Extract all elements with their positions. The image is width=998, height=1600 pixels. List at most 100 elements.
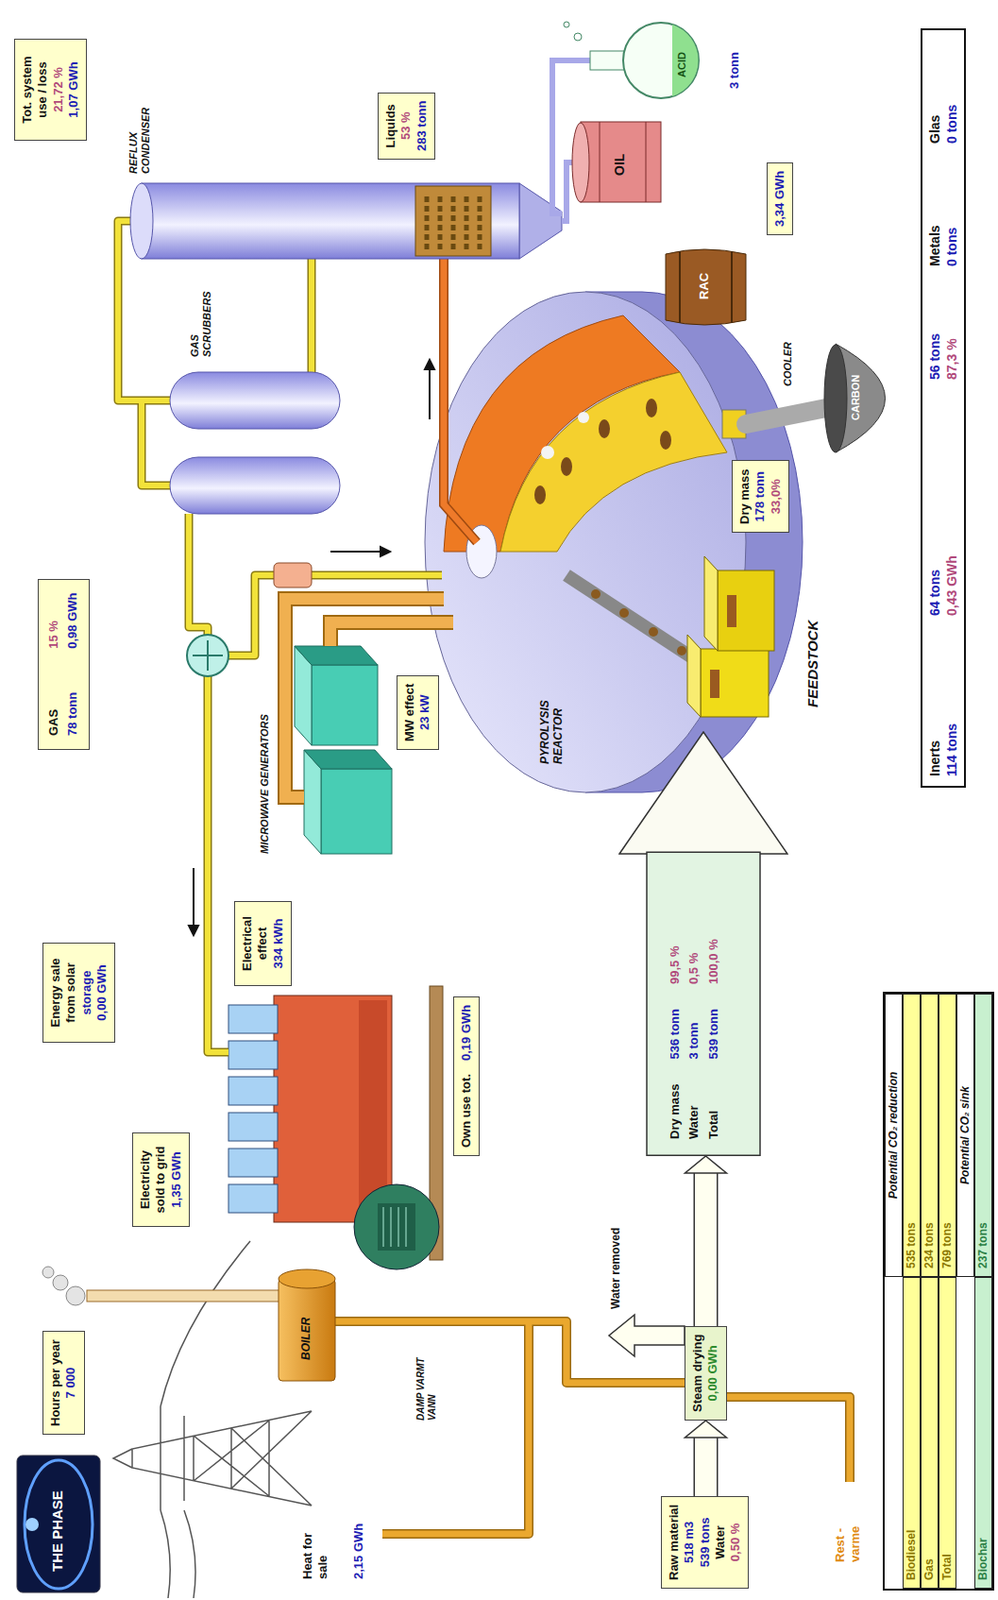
value-text: Liquids [383,101,399,152]
part-label: COOLER [781,341,795,387]
value-text: Water [686,1082,702,1139]
oil-drum [572,122,590,203]
value-text: Hours per year [48,1338,64,1426]
microwave-generators [294,645,378,665]
value-text: 78 tonn [65,692,81,736]
cooler-and-carbon [722,343,886,453]
value-text: Potential CO₂ sink [956,993,975,1277]
gas-engine-generator [228,1004,278,1033]
flow-arrows [380,546,390,557]
reflux-condenser [426,192,480,250]
value-text: 535 tons [902,993,921,1277]
hot-water-pipe [335,1320,850,1534]
value-text: 15 % [46,592,62,649]
feedstock-conveyor [619,608,629,618]
cooler-and-carbon [745,407,827,424]
part-label: GAS SCRUBBERS [188,267,214,357]
boiler [278,1268,336,1288]
water-removed-arrow [608,1314,685,1356]
value-text: 0,50 % [727,1504,744,1580]
chimney [66,1285,85,1305]
value-text: 518 m3 [681,1504,697,1580]
value-text: 178 tonn [752,468,768,525]
boiler [278,1268,336,1381]
value-text: Tot. system use / loss [19,47,51,133]
value-text: Inerts [926,615,944,777]
gas-engine-generator [228,1148,278,1177]
value-text: Electrical effect [239,909,271,978]
liquid-pipes [552,60,591,214]
acid-flask [563,21,699,99]
value-box: Own use tot.0,19 GWh [453,996,480,1156]
vapour-pipe [443,258,477,542]
chimney [86,1289,281,1302]
feedstock-bins [687,556,775,717]
logo [16,1454,101,1592]
gas-engine-generator [228,1040,278,1069]
value-text: MW effect [402,683,418,742]
value-text: GAS [46,692,62,736]
value-text: 100,0 % [706,938,722,984]
value-text: Gas [920,1276,939,1589]
vapour-pipe [443,258,477,542]
gas-fan-and-filter [186,634,229,677]
value-box: 3,34 GWh [766,162,794,236]
hot-water-pipe [335,1320,850,1534]
mass-table: Dry mass536 tonn99,5 %Water3 tonn0,5 %To… [667,938,722,1139]
value-text: Total [706,1082,722,1139]
pyrolysis-reactor [541,445,555,459]
data-table: Potential CO₂ reductionBiodiesel535 tons… [882,991,995,1591]
microwave-generators [294,645,392,854]
pyrolysis-reactor [424,291,803,793]
value-text: 21,72 % [50,47,67,133]
feedstock-bins [710,669,720,698]
process-arrow: Dry mass536 tonn99,5 %Water3 tonn0,5 %To… [618,730,789,1156]
char-barrel [665,249,746,325]
part-label: ACID [676,51,689,78]
value-text: Water [712,1504,728,1580]
feedstock-conveyor [566,575,704,665]
flow-arrow [685,1420,728,1496]
oil-drum [599,121,646,203]
value-text: 769 tons [938,993,957,1277]
pyrolysis-reactor [534,485,546,505]
value-text: 0,98 GWh [65,592,81,649]
gas-scrubbers [169,372,340,514]
gas-engine-generator [228,1184,278,1213]
flow-arrows [424,359,435,370]
value-text: 99,5 % [667,938,683,984]
gas-fan-and-filter [273,562,312,588]
part-label: 3 tonn [727,51,743,89]
acid-flask [563,21,570,28]
part-label: 2,15 GWh [351,1522,367,1579]
value-text: 237 tons [974,993,993,1277]
gas-engine-generator [228,1112,278,1141]
gas-engine-generator [383,1206,406,1247]
gas-fan-and-filter [192,640,223,671]
part-label: FEEDSTOCK [804,620,822,708]
value-text: 0,00 GWh [94,950,110,1034]
char-barrel [665,249,746,325]
power-pylon [113,1405,312,1510]
value-text: 3,34 GWh [772,170,788,227]
value-text: 53 % [398,101,414,152]
value-box: Electricity sold to grid1,35 GWh [132,1132,190,1227]
gas-pipes [118,220,442,1052]
logo [25,1517,39,1531]
gas-engine-generator [228,985,443,1269]
feedstock-bins [700,648,769,717]
acid-flask [574,33,582,41]
part-label: MICROWAVE GENERATORS [258,713,271,854]
chimney [42,1266,281,1305]
feedstock-conveyor [676,645,687,656]
liquid-pipes [561,162,574,221]
feedstock-bins [704,556,718,651]
arrow-head [619,731,788,854]
pyrolysis-reactor [560,456,573,476]
part-label: PYROLYSIS REACTOR [538,674,566,764]
value-box: Liquids53 %283 tonn [377,92,436,160]
value-box: Tot. system use / loss21,72 %1,07 GWh [14,38,87,141]
part-label: BOILER [299,1317,313,1360]
vapour-pipe [443,258,477,542]
